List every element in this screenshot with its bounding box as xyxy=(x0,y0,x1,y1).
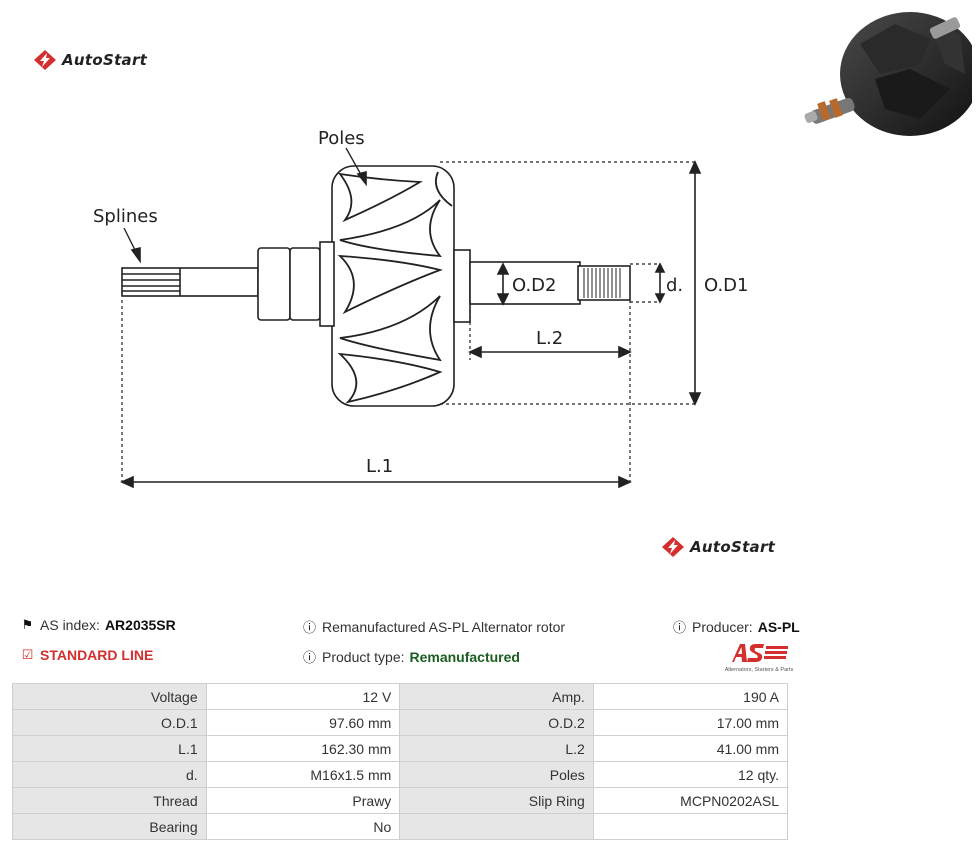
spec-value: 190 A xyxy=(592,683,789,710)
producer-label: Producer: xyxy=(692,618,753,635)
spec-label: Thread xyxy=(12,787,207,814)
autostart-logo-top: AutoStart xyxy=(34,50,147,70)
spec-label: L.2 xyxy=(399,735,594,762)
spec-label: Slip Ring xyxy=(399,787,594,814)
producer-value: AS-PL xyxy=(757,618,800,635)
rotor-dimension-diagram: Poles Splines O.D2 d. O.D1 L.2 L.1 xyxy=(93,128,748,489)
label-d: d. xyxy=(666,275,683,296)
info-icon: ⓘ xyxy=(672,620,686,635)
spec-value: 12 qty. xyxy=(592,761,789,788)
spec-label: Poles xyxy=(399,761,594,788)
check-square-icon: ☑ xyxy=(21,647,34,662)
spec-label xyxy=(399,813,594,840)
as-index-label: AS index: xyxy=(40,617,100,633)
info-icon: ⓘ xyxy=(302,650,316,665)
autostart-emblem-icon xyxy=(662,537,684,557)
spec-value: 41.00 mm xyxy=(592,735,789,762)
spec-label: Bearing xyxy=(12,813,207,840)
label-l1: L.1 xyxy=(366,456,393,477)
spec-label: Amp. xyxy=(399,683,594,710)
autostart-emblem-icon xyxy=(34,50,56,70)
spec-value: 17.00 mm xyxy=(592,709,789,736)
standard-line-text: STANDARD LINE xyxy=(40,647,154,663)
label-poles: Poles xyxy=(318,128,365,149)
info-icon: ⓘ xyxy=(302,620,316,635)
spec-value: 12 V xyxy=(205,683,401,710)
spec-label: L.1 xyxy=(12,735,207,762)
as-pl-logo: Alternators, Starters & Parts xyxy=(725,644,794,673)
as-index-value: AR2035SR xyxy=(104,617,176,633)
tag-icon: ⚑ xyxy=(21,617,34,632)
spec-value: M16x1.5 mm xyxy=(205,761,401,788)
spec-value: No xyxy=(205,813,401,840)
spec-value: 162.30 mm xyxy=(205,735,401,762)
description-text: Remanufactured AS-PL Alternator rotor xyxy=(322,618,566,635)
product-type-label: Product type: xyxy=(322,648,405,665)
label-od1: O.D1 xyxy=(704,275,748,296)
brand-name: AutoStart xyxy=(690,538,776,556)
product-description: ⓘ Remanufactured AS-PL Alternator rotor xyxy=(302,617,565,636)
spec-label: O.D.1 xyxy=(12,709,207,736)
product-type-value: Remanufactured xyxy=(409,648,520,665)
spec-label: O.D.2 xyxy=(399,709,594,736)
product-type: ⓘ Product type: Remanufactured xyxy=(302,647,520,666)
as-index: ⚑ AS index: AR2035SR xyxy=(20,617,176,633)
producer: ⓘ Producer: AS-PL xyxy=(672,617,800,636)
label-od2: O.D2 xyxy=(512,275,556,296)
logo-tagline: Alternators, Starters & Parts xyxy=(725,667,794,673)
standard-line-badge: ☑ STANDARD LINE xyxy=(20,647,154,663)
spec-value: MCPN0202ASL xyxy=(592,787,789,814)
spec-label: d. xyxy=(12,761,207,788)
spec-value xyxy=(592,813,789,840)
rotor-photo xyxy=(804,12,972,136)
spec-label: Voltage xyxy=(12,683,207,710)
brand-name: AutoStart xyxy=(62,51,148,69)
spec-value: Prawy xyxy=(205,787,401,814)
label-l2: L.2 xyxy=(536,328,563,349)
spec-value: 97.60 mm xyxy=(205,709,401,736)
autostart-logo-bottom: AutoStart xyxy=(662,537,775,557)
label-splines: Splines xyxy=(93,206,158,227)
